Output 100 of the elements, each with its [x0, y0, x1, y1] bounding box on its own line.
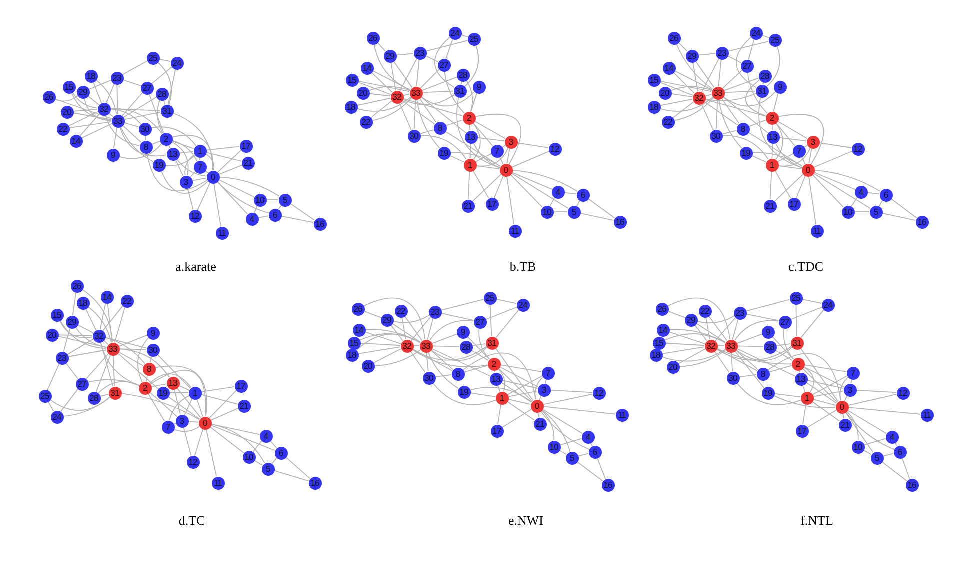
network-node: 4: [552, 186, 564, 198]
network-node: 13: [490, 372, 502, 386]
network-node: 11: [212, 476, 224, 490]
panel-caption: c.TDC: [788, 259, 824, 275]
network-node: 10: [548, 440, 560, 454]
panel-caption: d.TC: [178, 513, 206, 529]
network-node: 30: [146, 344, 160, 356]
network-node: 10: [842, 206, 854, 218]
network-node: 20: [666, 360, 680, 374]
network-node: 28: [460, 340, 472, 354]
network-node: 15: [346, 74, 358, 86]
network-node: 33: [712, 86, 724, 100]
network-node: 29: [66, 316, 78, 328]
network-node: 19: [152, 158, 166, 172]
network-node: 18: [344, 100, 358, 114]
network-node: 23: [734, 306, 746, 320]
network-node: 18: [84, 70, 98, 82]
network-node: 14: [656, 324, 670, 336]
network-node: 22: [698, 304, 712, 318]
network-node: 33: [724, 340, 738, 352]
network-node: 0: [836, 400, 848, 414]
network-node: 29: [686, 50, 698, 62]
network-node: 8: [142, 362, 156, 376]
network-node: 20: [658, 86, 672, 100]
network-node: 23: [56, 352, 68, 364]
network-node: 0: [500, 164, 512, 176]
network-node: 12: [592, 386, 606, 400]
network-node: 21: [764, 200, 776, 212]
network-node: 6: [588, 446, 602, 458]
network-node: 5: [278, 194, 292, 206]
network-node: 17: [234, 380, 248, 392]
network-node: 5: [566, 452, 578, 464]
network-node: 9: [106, 148, 120, 162]
network-node: 25: [484, 292, 496, 304]
network-node: 27: [740, 60, 754, 72]
network-node: 29: [380, 314, 394, 326]
network-node: 23: [716, 46, 728, 60]
network-node: 32: [400, 340, 414, 352]
network-node: 17: [796, 424, 808, 438]
network-node: 2: [160, 132, 172, 146]
network-node: 1: [464, 158, 476, 172]
network-node: 7: [792, 144, 806, 158]
panel-caption: a.karate: [176, 259, 216, 275]
network-node: 25: [768, 34, 782, 46]
network-node: 11: [810, 224, 824, 238]
network-node: 6: [274, 446, 288, 460]
network-node: 26: [352, 302, 364, 316]
network-node: 8: [140, 140, 152, 154]
network-node: 18: [650, 348, 662, 362]
network-node: 9: [472, 80, 486, 94]
network-node: 9: [774, 80, 786, 94]
network-node: 25: [790, 292, 802, 304]
network-node: 24: [822, 298, 834, 312]
network-node: 17: [788, 198, 800, 210]
network-node: 32: [98, 102, 110, 116]
network-node: 17: [490, 424, 504, 438]
network-node: 16: [308, 476, 322, 490]
network-node: 21: [534, 418, 546, 430]
network-node: 3: [180, 176, 192, 188]
network-node: 16: [602, 478, 614, 492]
network-node: 23: [428, 306, 442, 318]
network-node: 19: [458, 386, 470, 398]
network-node: 20: [46, 328, 58, 342]
network-node: 2: [766, 112, 778, 124]
network-node: 24: [448, 26, 462, 40]
network-node: 24: [50, 410, 64, 424]
network-node: 11: [508, 224, 522, 238]
network-node: 19: [762, 386, 774, 400]
network-node: 2: [462, 112, 476, 124]
network-node: 22: [662, 116, 674, 128]
network-node: 27: [438, 58, 450, 72]
network-node: 1: [188, 386, 202, 400]
network-node: 8: [736, 122, 750, 136]
network-node: 14: [100, 290, 114, 304]
network-node: 5: [870, 206, 882, 218]
network-node: 31: [756, 84, 768, 98]
network-node: 20: [356, 86, 370, 100]
network-node: 21: [838, 418, 852, 432]
network-node: 29: [76, 86, 90, 98]
network-node: 11: [216, 226, 228, 240]
network-node: 9: [146, 326, 160, 340]
network-node: 0: [530, 400, 544, 412]
panel-caption: e.NWI: [508, 513, 544, 529]
network-node: 3: [504, 136, 518, 148]
network-node: 14: [360, 62, 374, 74]
network-node: 0: [802, 164, 814, 176]
network-node: 0: [198, 416, 212, 430]
network-node: 21: [242, 156, 254, 170]
network-node: 7: [194, 160, 206, 174]
network-node: 13: [794, 372, 808, 386]
network-node: 16: [314, 218, 326, 230]
network-node: 5: [568, 206, 580, 218]
network-node: 25: [146, 52, 160, 64]
network-node: 17: [486, 198, 498, 210]
network-node: 9: [762, 326, 774, 338]
network-node: 1: [766, 158, 778, 172]
network-node: 3: [538, 384, 550, 396]
network-node: 13: [166, 148, 180, 160]
network-node: 12: [186, 456, 200, 468]
network-node: 30: [726, 372, 740, 384]
